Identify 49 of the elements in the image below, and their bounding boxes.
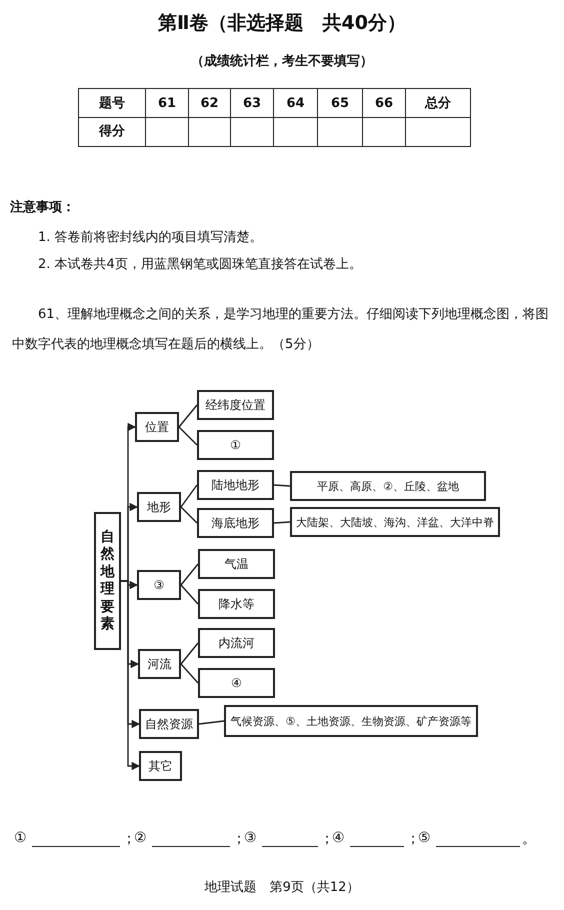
punctuation: 。	[522, 830, 536, 848]
page-title: 第Ⅱ卷（非选择题 共40分）	[157, 11, 407, 36]
blank-number: ④	[332, 830, 345, 846]
connector-line	[180, 664, 199, 684]
table-row-header: 得分	[78, 117, 146, 147]
concept-box: 大陆架、大陆坡、海沟、洋盆、大洋中脊	[290, 507, 500, 537]
connector-line	[180, 506, 198, 524]
concept-box: 自然资源	[139, 709, 199, 739]
note-item: 2. 本试卷共4页，用蓝黑钢笔或圆珠笔直接答在试卷上。	[38, 256, 362, 273]
table-header-cell: 题号	[78, 88, 146, 118]
page-footer: 地理试题 第9页（共12）	[0, 878, 564, 896]
connector-line	[178, 426, 198, 446]
concept-box: 陆地地形	[197, 470, 274, 500]
subtitle: （成绩统计栏，考生不要填写）	[190, 52, 374, 70]
punctuation: ；	[232, 830, 246, 848]
concept-box: ④	[198, 668, 275, 698]
concept-box: 气候资源、⑤、土地资源、生物资源、矿产资源等	[224, 705, 478, 737]
blank-number: ③	[244, 830, 257, 846]
punctuation: ；	[320, 830, 334, 848]
concept-box: 其它	[139, 751, 182, 781]
connector-line	[180, 564, 199, 586]
connector-line	[198, 720, 224, 725]
connector-line	[180, 484, 198, 508]
concept-box: ③	[137, 570, 181, 600]
question-text: 61、理解地理概念之间的关系，是学习地理的重要方法。仔细阅读下列地理概念图，将图中数字代表的地理概念填写在题后的横线上。（5分）	[12, 306, 550, 354]
concept-box: 河流	[138, 649, 181, 679]
punctuation: ；	[122, 830, 136, 848]
connector-line	[274, 484, 290, 487]
concept-box: ①	[197, 430, 274, 460]
root-concept-box: 自然地理要素	[94, 512, 121, 650]
concept-box: 海底地形	[197, 508, 274, 538]
note-item: 1. 答卷前将密封线内的项目填写清楚。	[38, 229, 263, 246]
blank-number: ⑤	[418, 830, 431, 846]
blank-number: ①	[14, 830, 27, 846]
concept-box: 降水等	[198, 589, 275, 619]
connector-line	[180, 642, 199, 664]
connector-line	[274, 521, 290, 524]
punctuation: ；	[406, 830, 420, 848]
notes-heading: 注意事项：	[10, 198, 75, 216]
table-header-cell: 总分	[405, 88, 471, 118]
concept-box: 位置	[135, 412, 179, 442]
concept-box: 内流河	[198, 628, 275, 658]
connector-line	[180, 584, 199, 604]
concept-box: 平原、高原、②、丘陵、盆地	[290, 471, 486, 501]
concept-box: 气温	[198, 549, 275, 579]
concept-box: 地形	[137, 492, 181, 522]
blank-number: ②	[134, 830, 147, 846]
connector-line	[178, 404, 198, 428]
concept-box: 经纬度位置	[197, 390, 274, 420]
